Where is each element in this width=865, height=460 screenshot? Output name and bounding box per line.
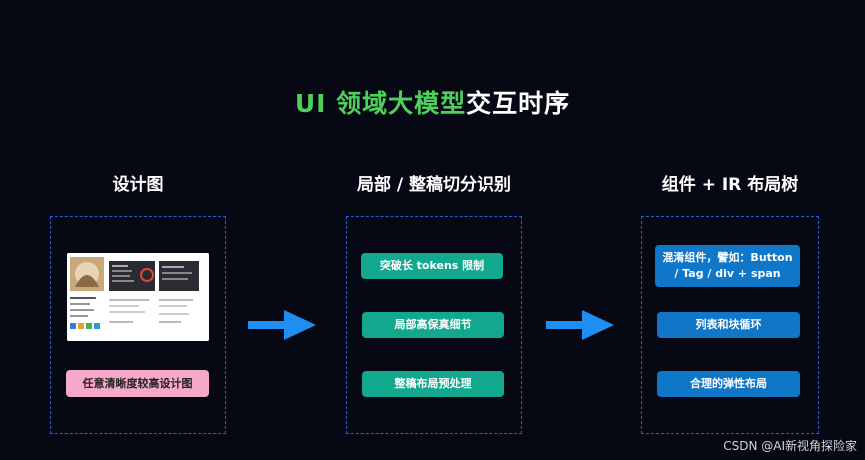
design-input-pill: 任意清晰度较高设计图: [66, 370, 209, 397]
split-pill-detail: 局部高保真细节: [362, 312, 504, 338]
column-label-design: 设计图: [112, 175, 164, 195]
tree-pill-loop: 列表和块循环: [657, 312, 800, 338]
watermark: CSDN @AI新视角探险家: [723, 439, 857, 453]
design-mockup-icon: [67, 253, 209, 341]
panel-tree: [641, 216, 819, 434]
tree-pill-flex: 合理的弹性布局: [657, 371, 800, 397]
diagram-title: UI 领域大模型交互时序: [0, 84, 865, 120]
design-thumbnail: [67, 253, 209, 341]
tree-pill-components: 混淆组件，譬如：Button / Tag / div + span: [655, 245, 800, 287]
right-arrow-icon: [546, 310, 614, 340]
panel-split: [346, 216, 522, 434]
title-highlight: UI 领域大模型: [294, 89, 467, 118]
split-pill-layout: 整稿布局预处理: [362, 371, 504, 397]
column-label-split: 局部 / 整稿切分识别: [356, 175, 512, 195]
split-pill-tokens: 突破长 tokens 限制: [361, 253, 503, 279]
column-label-tree: 组件 + IR 布局树: [661, 175, 799, 195]
panel-design: [50, 216, 226, 434]
title-rest: 交互时序: [466, 89, 571, 118]
right-arrow-icon: [248, 310, 316, 340]
